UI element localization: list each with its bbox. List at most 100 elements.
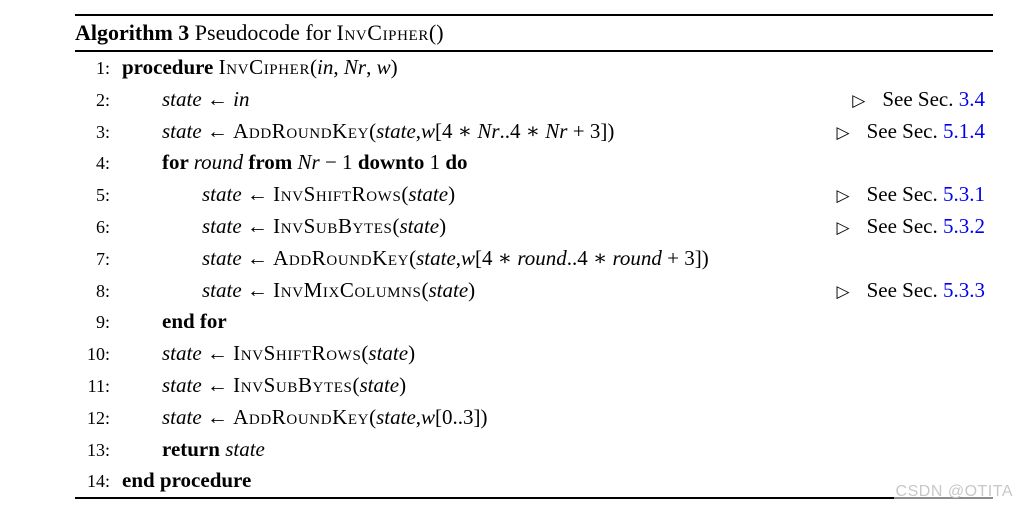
algorithm-line: 2: state ← in ▷ See Sec. 3.4 <box>75 84 993 116</box>
line-comment: ▷See Sec. 5.1.4 <box>837 116 993 150</box>
line-number: 2: <box>95 89 110 110</box>
token-variable: state <box>399 213 440 238</box>
token-plain: ( <box>421 277 429 302</box>
top-rule <box>75 14 993 17</box>
watermark: CSDN @OTITA <box>893 483 1015 501</box>
token-variable: round <box>193 150 244 175</box>
comment-triangle-icon: ▷ <box>852 90 866 111</box>
token-plain: ( <box>310 54 318 79</box>
token-plain: , <box>333 54 344 79</box>
line-number: 13: <box>86 439 110 460</box>
token-plain: − 1 <box>319 150 358 175</box>
token-plain: ..4 ∗ <box>499 118 546 143</box>
code-text: state ← AddRoundKey(state,w[4 ∗ round..4… <box>202 243 709 275</box>
line-comment: ▷See Sec. 5.3.1 <box>837 179 993 213</box>
token-variable: state <box>162 372 202 397</box>
comment-text: See Sec. <box>866 213 943 238</box>
token-plain: ( <box>392 213 400 238</box>
algorithm-title-suffix: () <box>428 20 444 46</box>
line-number: 3: <box>95 121 110 142</box>
line-number: 6: <box>95 216 110 237</box>
token-plain: ( <box>401 182 409 207</box>
token-plain: ( <box>361 341 369 366</box>
token-function-smallcaps: InvShiftRows <box>273 182 402 207</box>
algorithm-line: 9:end for <box>75 306 993 338</box>
token-variable: w <box>421 404 436 429</box>
token-variable: round <box>517 245 567 270</box>
algorithm-line: 10:state ← InvShiftRows(state) <box>75 338 993 370</box>
algorithm-line: 4:for round from Nr − 1 downto 1 do <box>75 147 993 179</box>
token-variable: state <box>368 341 409 366</box>
token-variable: state <box>428 277 469 302</box>
token-plain: [4 ∗ <box>435 118 478 143</box>
algorithm-function-name: InvCipher <box>336 20 429 46</box>
algorithm-line: 7: state ← AddRoundKey(state,w[4 ∗ round.… <box>75 243 993 275</box>
algorithm-line: 5: state ← InvShiftRows(state) ▷See Sec. 5… <box>75 179 993 211</box>
token-function-smallcaps: InvCipher <box>218 54 311 79</box>
token-plain: ( <box>369 118 377 143</box>
token-keyword: do <box>445 150 468 175</box>
token-plain: + 3]) <box>661 245 709 270</box>
header-rule <box>75 50 993 52</box>
comment-text: See Sec. <box>866 277 943 302</box>
token-variable: w <box>421 118 436 143</box>
algorithm-line: 3:state ← AddRoundKey(state,w[4 ∗ Nr..4 … <box>75 116 993 148</box>
token-plain: [0..3]) <box>435 404 488 429</box>
code-text: state ← InvShiftRows(state) <box>162 338 415 370</box>
token-plain: ) <box>399 372 407 397</box>
line-number: 4: <box>95 153 110 174</box>
token-plain: ) <box>408 341 416 366</box>
line-number: 5: <box>95 185 110 206</box>
token-variable: Nr <box>545 118 568 143</box>
token-variable: state <box>359 372 400 397</box>
token-plain: 1 <box>424 150 446 175</box>
code-text: state ← InvShiftRows(state) <box>202 179 455 211</box>
code-text: state ← AddRoundKey(state,w[0..3]) <box>162 402 488 434</box>
algorithm-line: 1:procedure InvCipher(in, Nr, w) <box>75 52 993 84</box>
token-variable: state <box>162 404 202 429</box>
token-keyword: return <box>162 436 226 461</box>
comment-text: See Sec. <box>882 86 959 111</box>
section-link[interactable]: 3.4 <box>958 86 985 111</box>
line-number: 10: <box>86 344 110 365</box>
code-text: procedure InvCipher(in, Nr, w) <box>122 52 398 84</box>
algorithm-label: Algorithm 3 <box>75 20 195 46</box>
section-link[interactable]: 5.3.2 <box>943 213 985 238</box>
code-text: state ← InvSubBytes(state) <box>162 370 406 402</box>
token-plain: ← <box>241 182 274 207</box>
token-function-smallcaps: InvShiftRows <box>233 341 362 366</box>
token-keyword: end procedure <box>122 468 252 493</box>
token-keyword: procedure <box>122 54 219 79</box>
section-link[interactable]: 5.1.4 <box>943 118 985 143</box>
token-variable: state <box>162 341 202 366</box>
line-number: 7: <box>95 248 110 269</box>
algorithm-line: 6:state ← InvSubBytes(state)▷See Sec. 5.… <box>75 211 993 243</box>
comment-text: See Sec. <box>866 182 943 207</box>
comment-triangle-icon: ▷ <box>836 281 850 302</box>
token-plain: ) <box>468 277 476 302</box>
token-variable: w <box>376 54 391 79</box>
token-keyword: for <box>162 150 194 175</box>
token-variable: w <box>461 245 476 270</box>
token-plain: ( <box>369 404 377 429</box>
algorithm-title: Pseudocode for <box>194 20 337 46</box>
bottom-rule <box>75 497 993 499</box>
token-variable: state <box>162 86 202 111</box>
code-text: return state <box>162 434 265 466</box>
token-variable: Nr <box>477 118 500 143</box>
token-variable: in <box>233 86 250 111</box>
code-text: state ← in <box>162 84 250 116</box>
code-text: state ← InvSubBytes(state) <box>202 211 446 243</box>
token-plain: ( <box>352 372 360 397</box>
algorithm-line: 14:end procedure <box>75 465 993 497</box>
token-variable: state <box>162 118 202 143</box>
line-comment: ▷ See Sec. 5.3.3 <box>837 275 993 309</box>
token-plain: ← <box>201 341 234 366</box>
token-variable: state <box>225 436 265 461</box>
algorithm-line: 12:state ← AddRoundKey(state,w[0..3]) <box>75 402 993 434</box>
section-link[interactable]: 5.3.3 <box>943 277 985 302</box>
token-plain: ← <box>201 86 234 111</box>
section-link[interactable]: 5.3.1 <box>943 182 985 207</box>
line-number: 11: <box>87 375 110 396</box>
